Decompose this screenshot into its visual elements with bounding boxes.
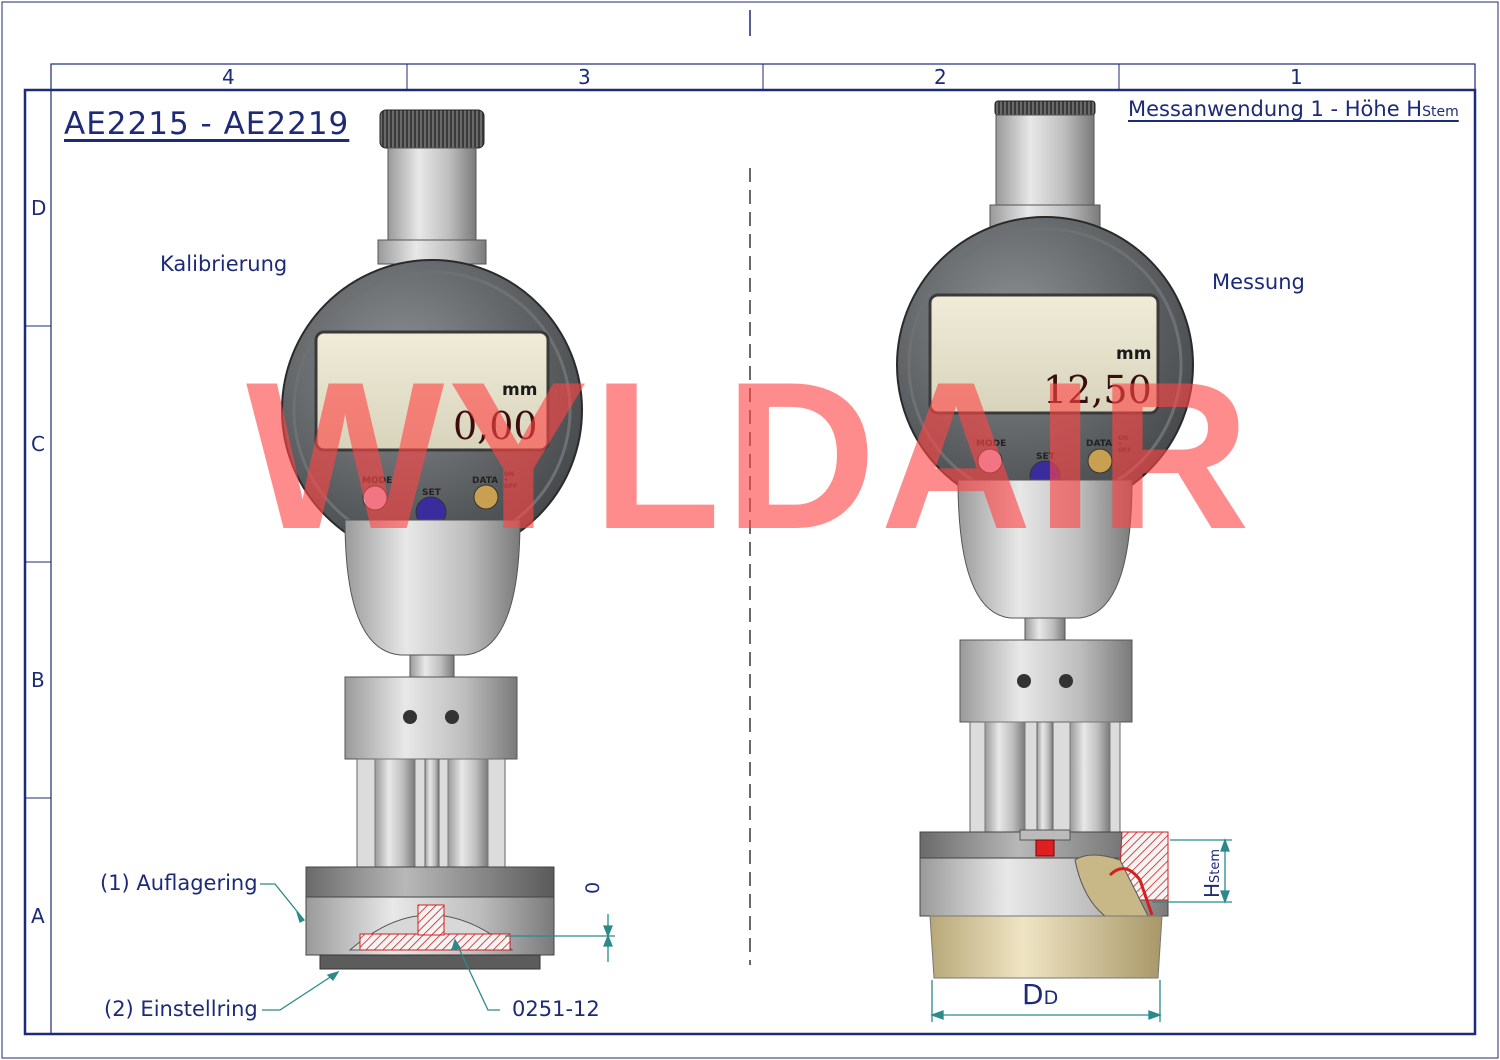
right-data-button (1087, 448, 1113, 474)
row-label-a: A (31, 904, 45, 928)
left-set-label: SET (422, 488, 441, 498)
right-hstem-dimension (1152, 838, 1232, 904)
watermark: WYLDAIR (246, 338, 1254, 573)
right-mode-button (977, 448, 1003, 474)
subtitle-main: Messanwendung 1 - Höhe H (1128, 97, 1423, 121)
dd-sub: D (1043, 987, 1059, 1009)
callout-einstellring: (2) Einstellring (104, 997, 258, 1021)
left-leaders (260, 883, 500, 1011)
left-data-button (473, 484, 499, 510)
column-label-1: 1 (1290, 65, 1303, 89)
callout-part-number: 0251-12 (512, 997, 600, 1021)
left-dial-gauge (281, 109, 583, 970)
drawing-subtitle: Messanwendung 1 - Höhe HStem (1128, 97, 1459, 121)
row-label-b: B (31, 668, 45, 692)
left-display-value: 0,00 (453, 404, 538, 448)
right-dial-gauge (896, 100, 1194, 979)
right-dd-dimension (930, 980, 1162, 1022)
row-label-d: D (31, 196, 47, 220)
dd-main: D (1022, 978, 1044, 1011)
callout-auflagering: (1) Auflagering (100, 871, 258, 895)
hstem-dimension-label: HStem (1200, 849, 1224, 898)
left-mode-button (362, 485, 388, 511)
right-lcd-screen (928, 293, 1160, 415)
right-view-label: Messung (1212, 270, 1305, 294)
hstem-main: H (1200, 882, 1224, 898)
right-data-label: DATA (1086, 439, 1113, 449)
column-label-3: 3 (578, 65, 591, 89)
left-data-label: DATA (472, 476, 499, 486)
left-zero-dimension (505, 914, 615, 962)
column-label-2: 2 (934, 65, 947, 89)
hstem-sub: Stem (1208, 848, 1223, 883)
right-mode-label: MODE (976, 439, 1007, 449)
zero-dimension-label: 0 (582, 881, 604, 894)
left-onoff-label: ON • OFF (504, 471, 518, 490)
dd-dimension-label: DD (1022, 978, 1058, 1011)
drawing-title: AE2215 - AE2219 (64, 106, 350, 142)
row-label-c: C (31, 432, 45, 456)
right-set-label: SET (1036, 452, 1055, 462)
left-unit: mm (502, 380, 538, 400)
right-onoff-label: ON • OFF (1118, 435, 1132, 454)
column-label-4: 4 (222, 65, 235, 89)
left-view-label: Kalibrierung (160, 252, 288, 276)
subtitle-sub: Stem (1422, 104, 1459, 120)
left-lcd-screen (314, 330, 550, 452)
left-mode-label: MODE (362, 476, 393, 486)
right-display-value: 12,50 (1043, 368, 1152, 412)
right-unit: mm (1116, 344, 1152, 364)
